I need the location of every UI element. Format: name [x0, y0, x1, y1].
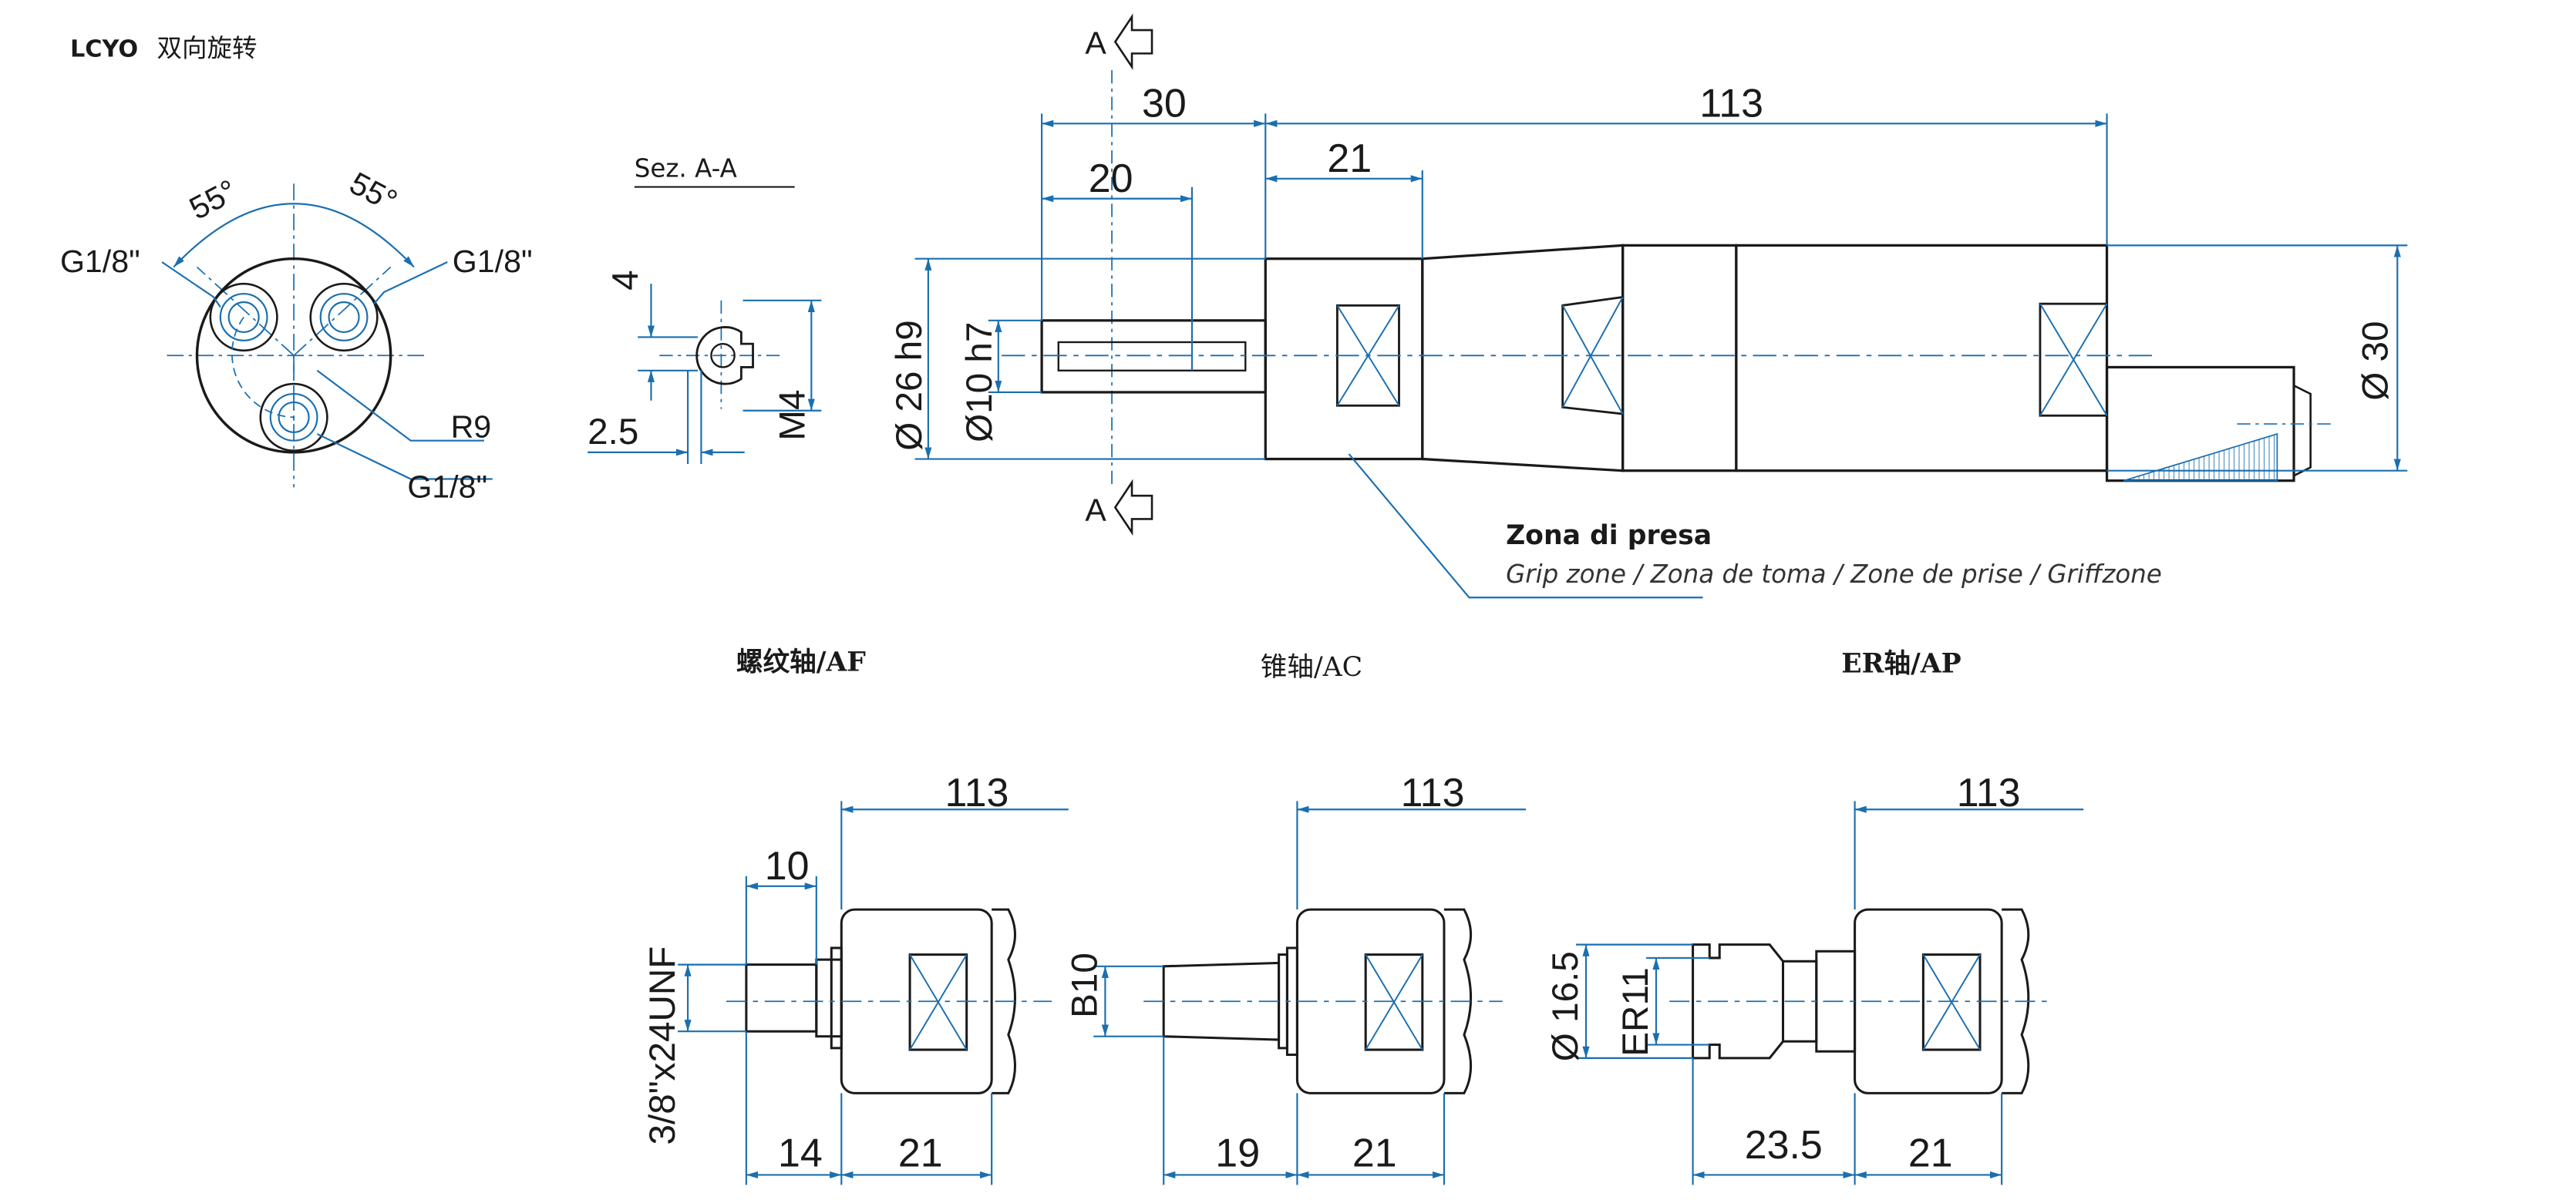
r9-arc	[231, 316, 295, 418]
ac-taper: B10	[1065, 953, 1106, 1018]
section-dim-4: 4	[605, 270, 646, 291]
ac-dim-19: 19	[1215, 1131, 1260, 1176]
ap-collet-er11: ER11	[1615, 967, 1656, 1057]
end-view: 55° 55° G1/8" G1/8" R9 G1/8"	[60, 165, 533, 504]
flat-crosses	[1336, 297, 2108, 416]
cut-marker-bottom: A	[1085, 479, 1153, 536]
ac-dim-113: 113	[1401, 771, 1465, 815]
dim-30: 30	[1142, 82, 1187, 126]
ac-dim-21: 21	[1352, 1131, 1397, 1176]
dia-26h9: Ø 26 h9	[889, 320, 930, 450]
angle-right-label: 55°	[344, 165, 403, 219]
main-view: A A	[889, 13, 2408, 599]
variant-ap: 113 Ø 16.5 ER11 23.5 21	[1545, 771, 2084, 1185]
section-dim-m4: M4	[773, 390, 813, 441]
port-circle-right	[309, 282, 379, 352]
cut-marker-top: A	[1085, 13, 1153, 70]
dim-113: 113	[1699, 82, 1763, 126]
variant-title-ap: ER轴/AP	[1841, 648, 1961, 680]
af-dim-10: 10	[765, 844, 810, 889]
port-label-top-right: G1/8"	[453, 244, 533, 279]
af-dim-113: 113	[945, 771, 1009, 815]
radius-label: R9	[451, 408, 492, 444]
ap-dia-16-5: Ø 16.5	[1545, 951, 1586, 1061]
dia-10h7: Ø10 h7	[959, 322, 1000, 442]
grip-zone-title: Zona di presa	[1506, 520, 1712, 551]
svg-text:A: A	[1085, 25, 1106, 60]
flat-marks	[1335, 295, 2108, 417]
variant-af: 113 10 3/8"x24UNF 14 21	[642, 771, 1069, 1185]
port-label-bottom: G1/8"	[407, 469, 487, 504]
model-subtitle: 双向旋转	[157, 34, 258, 63]
variant-ac: 113 B10 19 21	[1065, 771, 1527, 1185]
main-dimension-lines	[914, 113, 2408, 599]
ap-dim-21: 21	[1908, 1131, 1953, 1176]
section-dim-2-5: 2.5	[588, 412, 638, 452]
dim-20: 20	[1089, 156, 1133, 201]
dia-30: Ø 30	[2355, 321, 2396, 401]
svg-text:A: A	[1085, 492, 1106, 528]
af-thread: 3/8"x24UNF	[642, 946, 683, 1145]
section-a-a: Sez. A-A 4 2.5 M4	[588, 154, 822, 465]
end-view-centerlines	[167, 183, 426, 488]
end-view-leaders	[161, 261, 493, 480]
knurled-zone	[2123, 432, 2278, 482]
angle-left-label: 55°	[184, 173, 243, 227]
grip-zone-subtitle: Grip zone / Zona de toma / Zone de prise…	[1506, 560, 2162, 589]
port-label-top-left: G1/8"	[60, 244, 140, 279]
variant-title-ac: 锥轴/AC	[1261, 652, 1362, 683]
af-dim-21: 21	[898, 1131, 943, 1176]
af-dim-14: 14	[778, 1131, 823, 1176]
port-circle-bottom	[259, 382, 328, 452]
section-title: Sez. A-A	[635, 154, 737, 183]
header: LCYO 双向旋转	[70, 34, 257, 63]
model-code: LCYO	[70, 36, 138, 63]
variant-title-af: 螺纹轴/AF	[736, 647, 866, 678]
main-body	[1040, 244, 2312, 482]
angle-arc	[173, 203, 415, 268]
ap-dim-113: 113	[1957, 771, 2021, 815]
port-circle-left	[209, 282, 278, 352]
section-shape	[695, 326, 754, 385]
ap-dim-23-5: 23.5	[1745, 1123, 1823, 1168]
dim-21: 21	[1327, 136, 1372, 181]
